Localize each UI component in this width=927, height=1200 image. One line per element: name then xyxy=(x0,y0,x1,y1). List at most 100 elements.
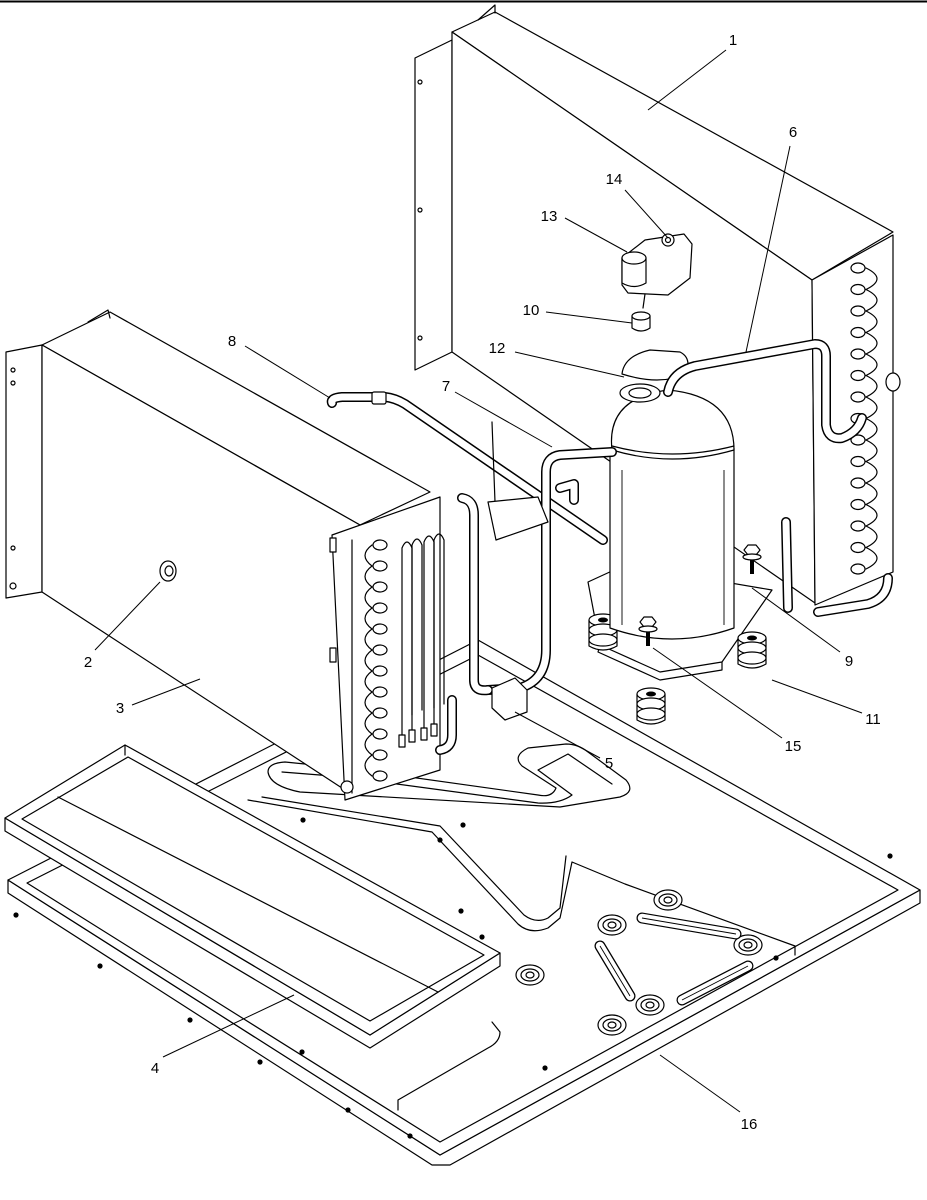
coil-u-bend xyxy=(865,353,878,377)
leader-line-4 xyxy=(162,994,295,1058)
coil-u-bend xyxy=(364,649,373,672)
coil-u-bend xyxy=(865,310,878,334)
terminal-icon-inner xyxy=(664,236,672,244)
discharge-tube xyxy=(664,340,866,442)
rivet xyxy=(542,1065,548,1071)
hairpin-fitting xyxy=(408,729,416,743)
compressor xyxy=(587,349,773,725)
hairpin-fitting xyxy=(420,727,428,741)
coil-u-bend xyxy=(865,503,878,527)
electrical-components xyxy=(621,233,693,332)
coil-tube-end xyxy=(372,581,388,593)
rivet xyxy=(97,963,103,969)
rivet xyxy=(300,817,306,823)
mounting-hole xyxy=(607,921,617,929)
base-pan-depression-edge-inner xyxy=(261,796,567,921)
tube-clamp xyxy=(371,391,387,405)
leader-line-15 xyxy=(652,647,783,739)
return-tube xyxy=(436,696,456,754)
coil-u-bend xyxy=(865,417,878,441)
leader-line-8 xyxy=(244,345,331,399)
coil-tube-end xyxy=(850,541,866,554)
evaporator-coil-bends xyxy=(364,539,388,782)
rivet xyxy=(345,1107,351,1113)
grommet-ring xyxy=(636,707,666,721)
condenser-inlet-tube xyxy=(782,518,792,612)
condenser-bottom-tube xyxy=(814,574,892,616)
flange-hole xyxy=(10,367,16,373)
coil-tube-end xyxy=(372,644,388,656)
terminal-cover xyxy=(621,349,689,381)
coil-tube-end xyxy=(850,348,866,360)
coil-fastener xyxy=(340,780,354,794)
rivet xyxy=(460,822,466,828)
overload-relay-top xyxy=(631,311,651,321)
coil-tube-end xyxy=(372,539,388,551)
coil-u-bend xyxy=(865,331,878,355)
evaporator-coil xyxy=(5,309,445,801)
coil-u-bend xyxy=(865,374,878,398)
coil-tube-end xyxy=(850,369,866,382)
coil-notch xyxy=(329,537,337,553)
compressor-shell xyxy=(609,447,735,640)
leader-line-11 xyxy=(771,679,863,714)
refrigerant-tubing xyxy=(326,339,867,755)
base-pan-rivets xyxy=(13,817,893,1139)
coil-tube-end xyxy=(372,602,388,614)
slot-center-line xyxy=(599,945,631,997)
coil-u-bend xyxy=(364,733,373,756)
condenser-left-flange xyxy=(414,39,453,371)
coil-u-bend xyxy=(364,586,373,609)
coil-u-bend xyxy=(364,712,373,735)
callout-15: 15 xyxy=(785,738,802,755)
drain-pan-floor-line xyxy=(57,796,439,993)
coil-notch xyxy=(329,647,337,663)
callout-7: 7 xyxy=(442,378,450,395)
coil-u-bend xyxy=(364,544,373,567)
suction-fitting-inner xyxy=(628,387,652,399)
rivet xyxy=(407,1133,413,1139)
grommet-ring xyxy=(737,651,767,665)
callout-2: 2 xyxy=(84,654,92,671)
coil-u-bend xyxy=(865,546,878,570)
coil-u-bend xyxy=(364,670,373,693)
coil-u-bend xyxy=(865,396,878,420)
hairpin-fitting xyxy=(398,734,406,748)
callout-6: 6 xyxy=(789,124,797,141)
condenser-top-flange xyxy=(477,4,496,21)
coil-tube-end xyxy=(372,560,388,572)
leader-line-10 xyxy=(545,311,633,324)
callout-8: 8 xyxy=(228,333,236,350)
coil-tube-end xyxy=(850,262,866,274)
grommet-hole xyxy=(646,691,656,697)
leader-line-12 xyxy=(514,351,625,378)
coil-tube-end xyxy=(372,665,388,677)
callout-4: 4 xyxy=(151,1060,159,1077)
flange-hole xyxy=(10,545,16,551)
coil-u-bend xyxy=(865,460,878,484)
coil-tube-end xyxy=(372,686,388,698)
coil-tube-end xyxy=(850,434,866,446)
suction-tube-outline xyxy=(483,447,617,695)
callouts: 1 2 3 4 5 6 7 8 9 10 11 12 13 14 15 16 xyxy=(84,32,881,1133)
callout-5: 5 xyxy=(605,755,613,772)
callout-14: 14 xyxy=(606,171,623,188)
bolt-washer xyxy=(742,553,762,561)
flange-hole xyxy=(417,207,423,213)
capacitor-body xyxy=(621,257,647,288)
process-stub xyxy=(556,480,578,504)
callout-13: 13 xyxy=(541,208,558,225)
coil-tube-end xyxy=(850,455,866,468)
plug-button-icon xyxy=(159,560,177,582)
mounting-hole xyxy=(663,896,673,904)
coil-u-bend xyxy=(865,525,878,549)
flange-hole xyxy=(417,335,423,341)
slot-center-line xyxy=(681,965,749,1001)
capacitor-top xyxy=(621,251,647,265)
mounting-hole xyxy=(645,1001,655,1009)
evaporator-top-flange xyxy=(87,309,111,323)
coil-tube-end xyxy=(850,563,866,575)
slot-center-line xyxy=(641,917,737,935)
grommet-hole xyxy=(598,617,608,623)
mounting-hole xyxy=(525,971,535,979)
